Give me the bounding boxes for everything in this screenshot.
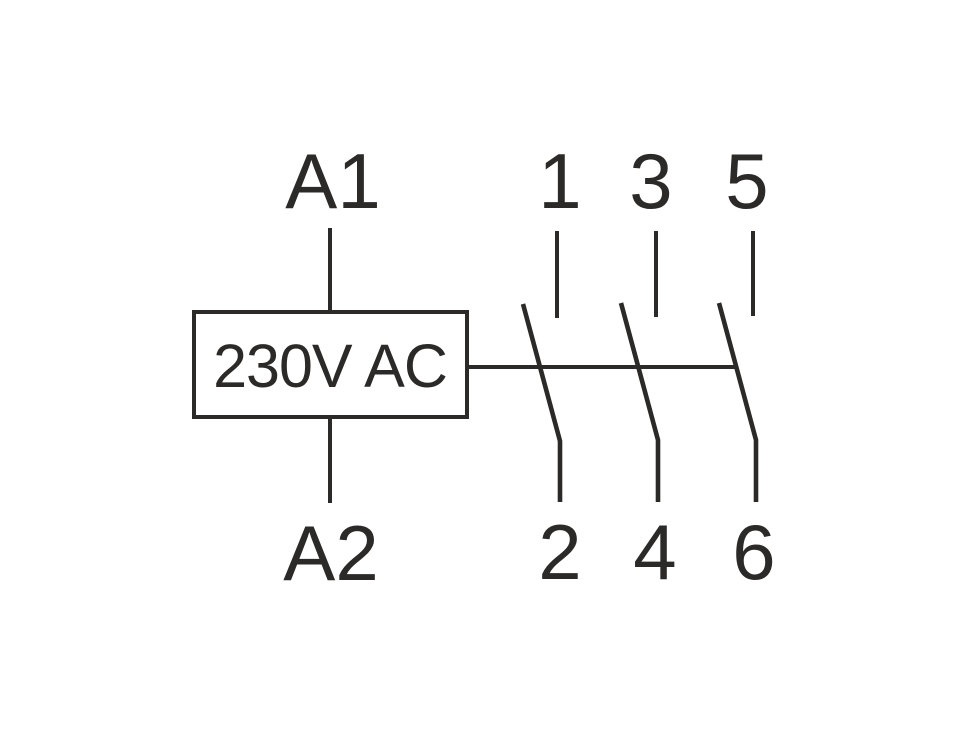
- pole-1-top-terminal-label: 1: [538, 137, 581, 225]
- pole-3-contact-blade: [716, 302, 759, 502]
- coil-section: A1 230V AC A2: [192, 137, 469, 597]
- pole-1-bottom-terminal-label: 2: [538, 508, 581, 596]
- coil-top-terminal-label: A1: [285, 137, 380, 225]
- pole-2-contact-blade: [618, 302, 661, 502]
- pole-3-bottom-terminal-label: 6: [732, 508, 775, 596]
- coil-voltage-label: 230V AC: [213, 332, 447, 400]
- contact-pole-2: 3 4: [618, 137, 677, 596]
- coil-bottom-terminal-label: A2: [283, 509, 378, 597]
- pole-3-top-terminal-label: 5: [725, 137, 768, 225]
- pole-2-bottom-terminal-label: 4: [633, 508, 676, 596]
- pole-2-top-terminal-label: 3: [629, 137, 672, 225]
- contact-pole-1: 1 2: [520, 137, 582, 596]
- pole-1-contact-blade: [520, 303, 563, 502]
- contact-pole-3: 5 6: [716, 137, 776, 596]
